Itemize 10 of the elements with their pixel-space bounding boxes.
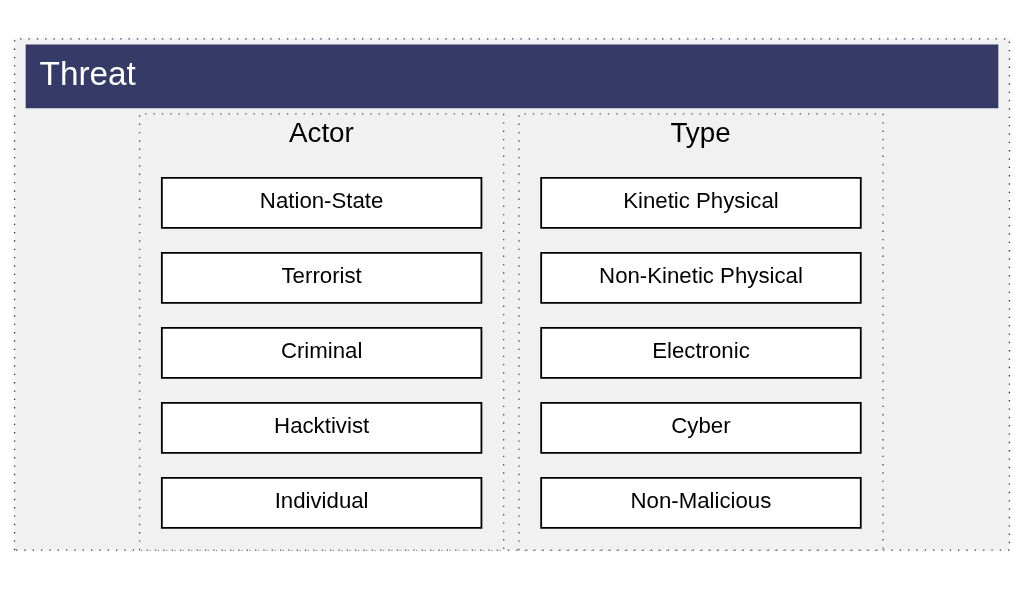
node-box: Criminal xyxy=(160,326,482,379)
node-box: Cyber xyxy=(539,401,862,454)
node-box: Terrorist xyxy=(160,251,482,304)
node-box: Hacktivist xyxy=(160,401,482,454)
node-box: Electronic xyxy=(539,326,862,379)
node-box: Nation-State xyxy=(160,176,482,229)
node-box: Individual xyxy=(160,477,482,529)
node-box: Non-Kinetic Physical xyxy=(539,251,862,304)
node-box: Kinetic Physical xyxy=(539,176,862,229)
node-box: Non-Malicious xyxy=(539,477,862,529)
